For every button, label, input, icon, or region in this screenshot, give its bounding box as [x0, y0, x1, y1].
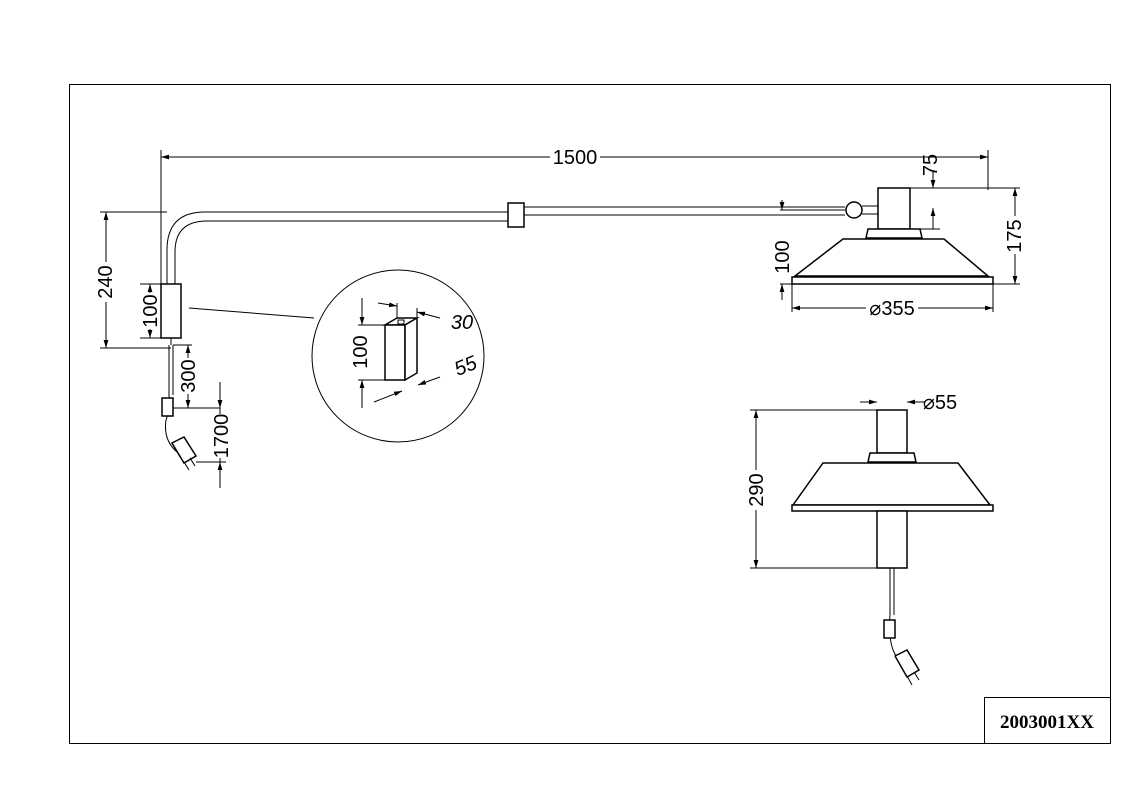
dim-label-55-detail: 55	[451, 352, 481, 381]
dim-shade-drop: 100	[772, 200, 845, 300]
dim-head-top: 75	[910, 154, 1020, 230]
dim-cable-length: 1700	[196, 382, 233, 488]
dim-label-100-detail: 100	[350, 335, 372, 368]
dim-label-100-mount: 100	[140, 294, 162, 327]
lamp-arm-side-view	[160, 201, 878, 471]
part-number: 2003001XX	[1000, 712, 1094, 733]
dim-label-175: 175	[1004, 219, 1026, 252]
dim-mount-height: 240	[95, 211, 171, 349]
dim-label-355: ⌀355	[869, 298, 914, 320]
dim-label-75: 75	[920, 154, 942, 176]
lamp-front-view	[791, 409, 994, 686]
dim-mount-block: 100	[140, 283, 162, 339]
dim-label-30: 30	[451, 312, 473, 334]
dim-label-1700: 1700	[211, 414, 233, 459]
dim-label-100-shade: 100	[772, 240, 794, 273]
dim-shade-diameter: ⌀355	[791, 284, 994, 320]
dim-lamp-height: 290	[746, 409, 890, 569]
dim-total-length: 1500	[160, 147, 989, 284]
dim-label-socket-55: ⌀55	[923, 392, 957, 414]
dim-label-1500: 1500	[553, 147, 598, 169]
dim-socket-diameter: ⌀55	[860, 392, 957, 414]
dim-label-240: 240	[95, 265, 117, 298]
title-block: 2003001XX	[984, 697, 1111, 744]
dim-head-total: 175	[993, 188, 1026, 285]
dim-cable-switch: 300	[173, 344, 220, 409]
dim-label-290: 290	[746, 473, 768, 506]
dim-label-300: 300	[178, 359, 200, 392]
lamp-head-side-view	[791, 187, 994, 285]
drawing-frame	[69, 84, 1111, 744]
mount-detail-callout: 30 100 55	[188, 269, 485, 443]
